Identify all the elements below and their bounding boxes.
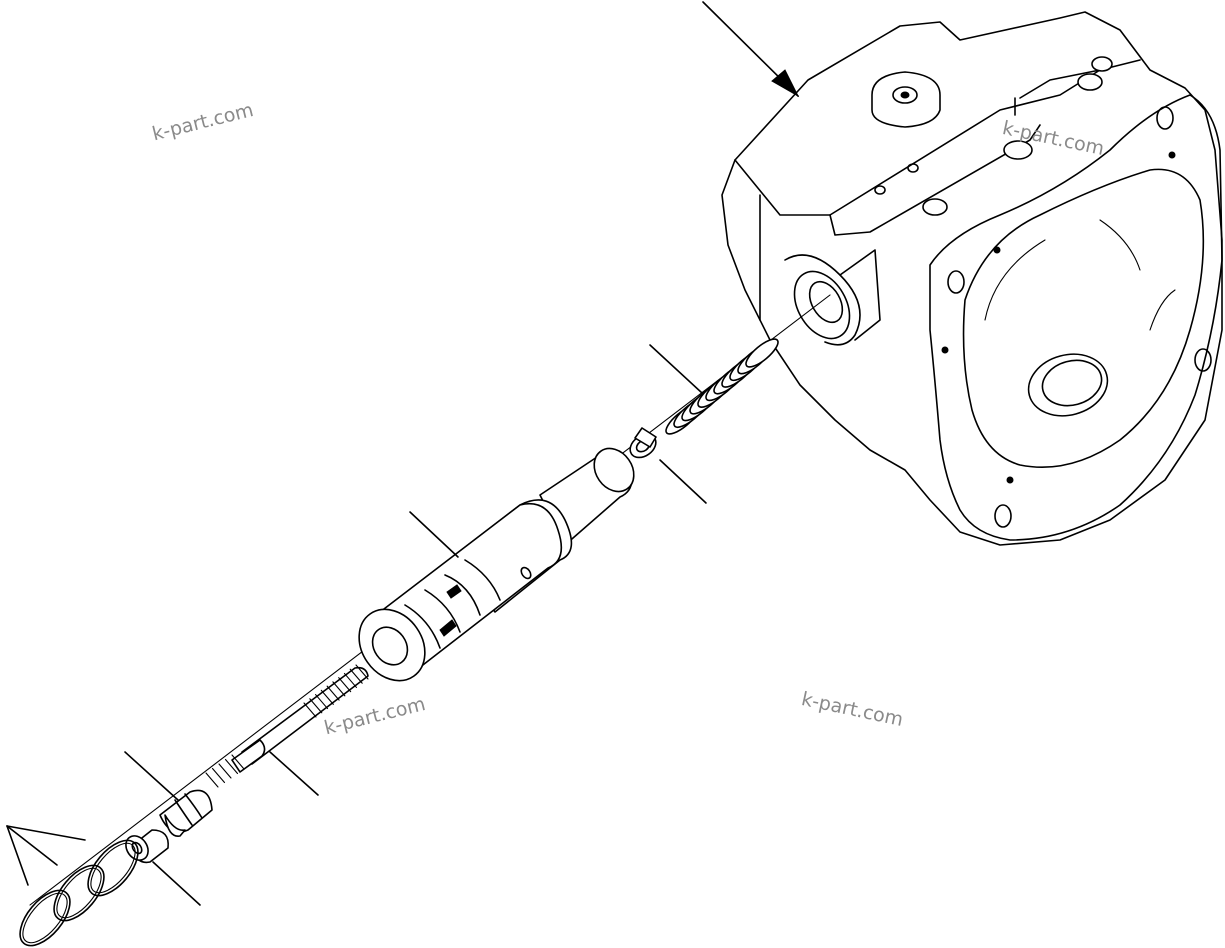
o-rings <box>19 839 139 947</box>
thread-line <box>338 677 352 693</box>
thread-line <box>315 694 329 710</box>
plug <box>159 789 213 837</box>
thread-line <box>231 754 245 770</box>
thread-line <box>309 698 323 714</box>
thread-line <box>224 758 239 775</box>
pump-housing <box>721 11 1223 546</box>
spool-leader-line <box>409 511 459 558</box>
bushing-leader-line <box>152 861 201 906</box>
thread-line <box>349 668 363 684</box>
thread-line <box>326 685 340 701</box>
o-ring-2 <box>53 864 105 922</box>
thread-line <box>211 767 226 784</box>
thread-line <box>332 681 346 697</box>
rod-leader-line <box>269 751 319 796</box>
housing-arrow <box>702 1 800 98</box>
spring-seat <box>629 427 657 459</box>
adjusting-rod <box>205 664 369 788</box>
thread-line <box>320 689 334 705</box>
bushing <box>125 829 169 864</box>
spring-seat-leader-line <box>659 459 707 504</box>
spring <box>665 338 779 435</box>
thread-line <box>355 664 369 680</box>
o-ring-3 <box>19 889 71 947</box>
spool-sleeve <box>358 447 635 682</box>
o-ring-leader-lines <box>6 825 86 886</box>
thread-line <box>303 702 317 718</box>
spring-coil <box>745 338 779 368</box>
spring-leader-line <box>649 344 703 394</box>
plug-leader-line <box>124 751 179 801</box>
thread-line <box>205 772 219 788</box>
thread-line <box>343 672 357 688</box>
thread-line <box>218 763 232 779</box>
o-ring-1 <box>87 839 139 897</box>
